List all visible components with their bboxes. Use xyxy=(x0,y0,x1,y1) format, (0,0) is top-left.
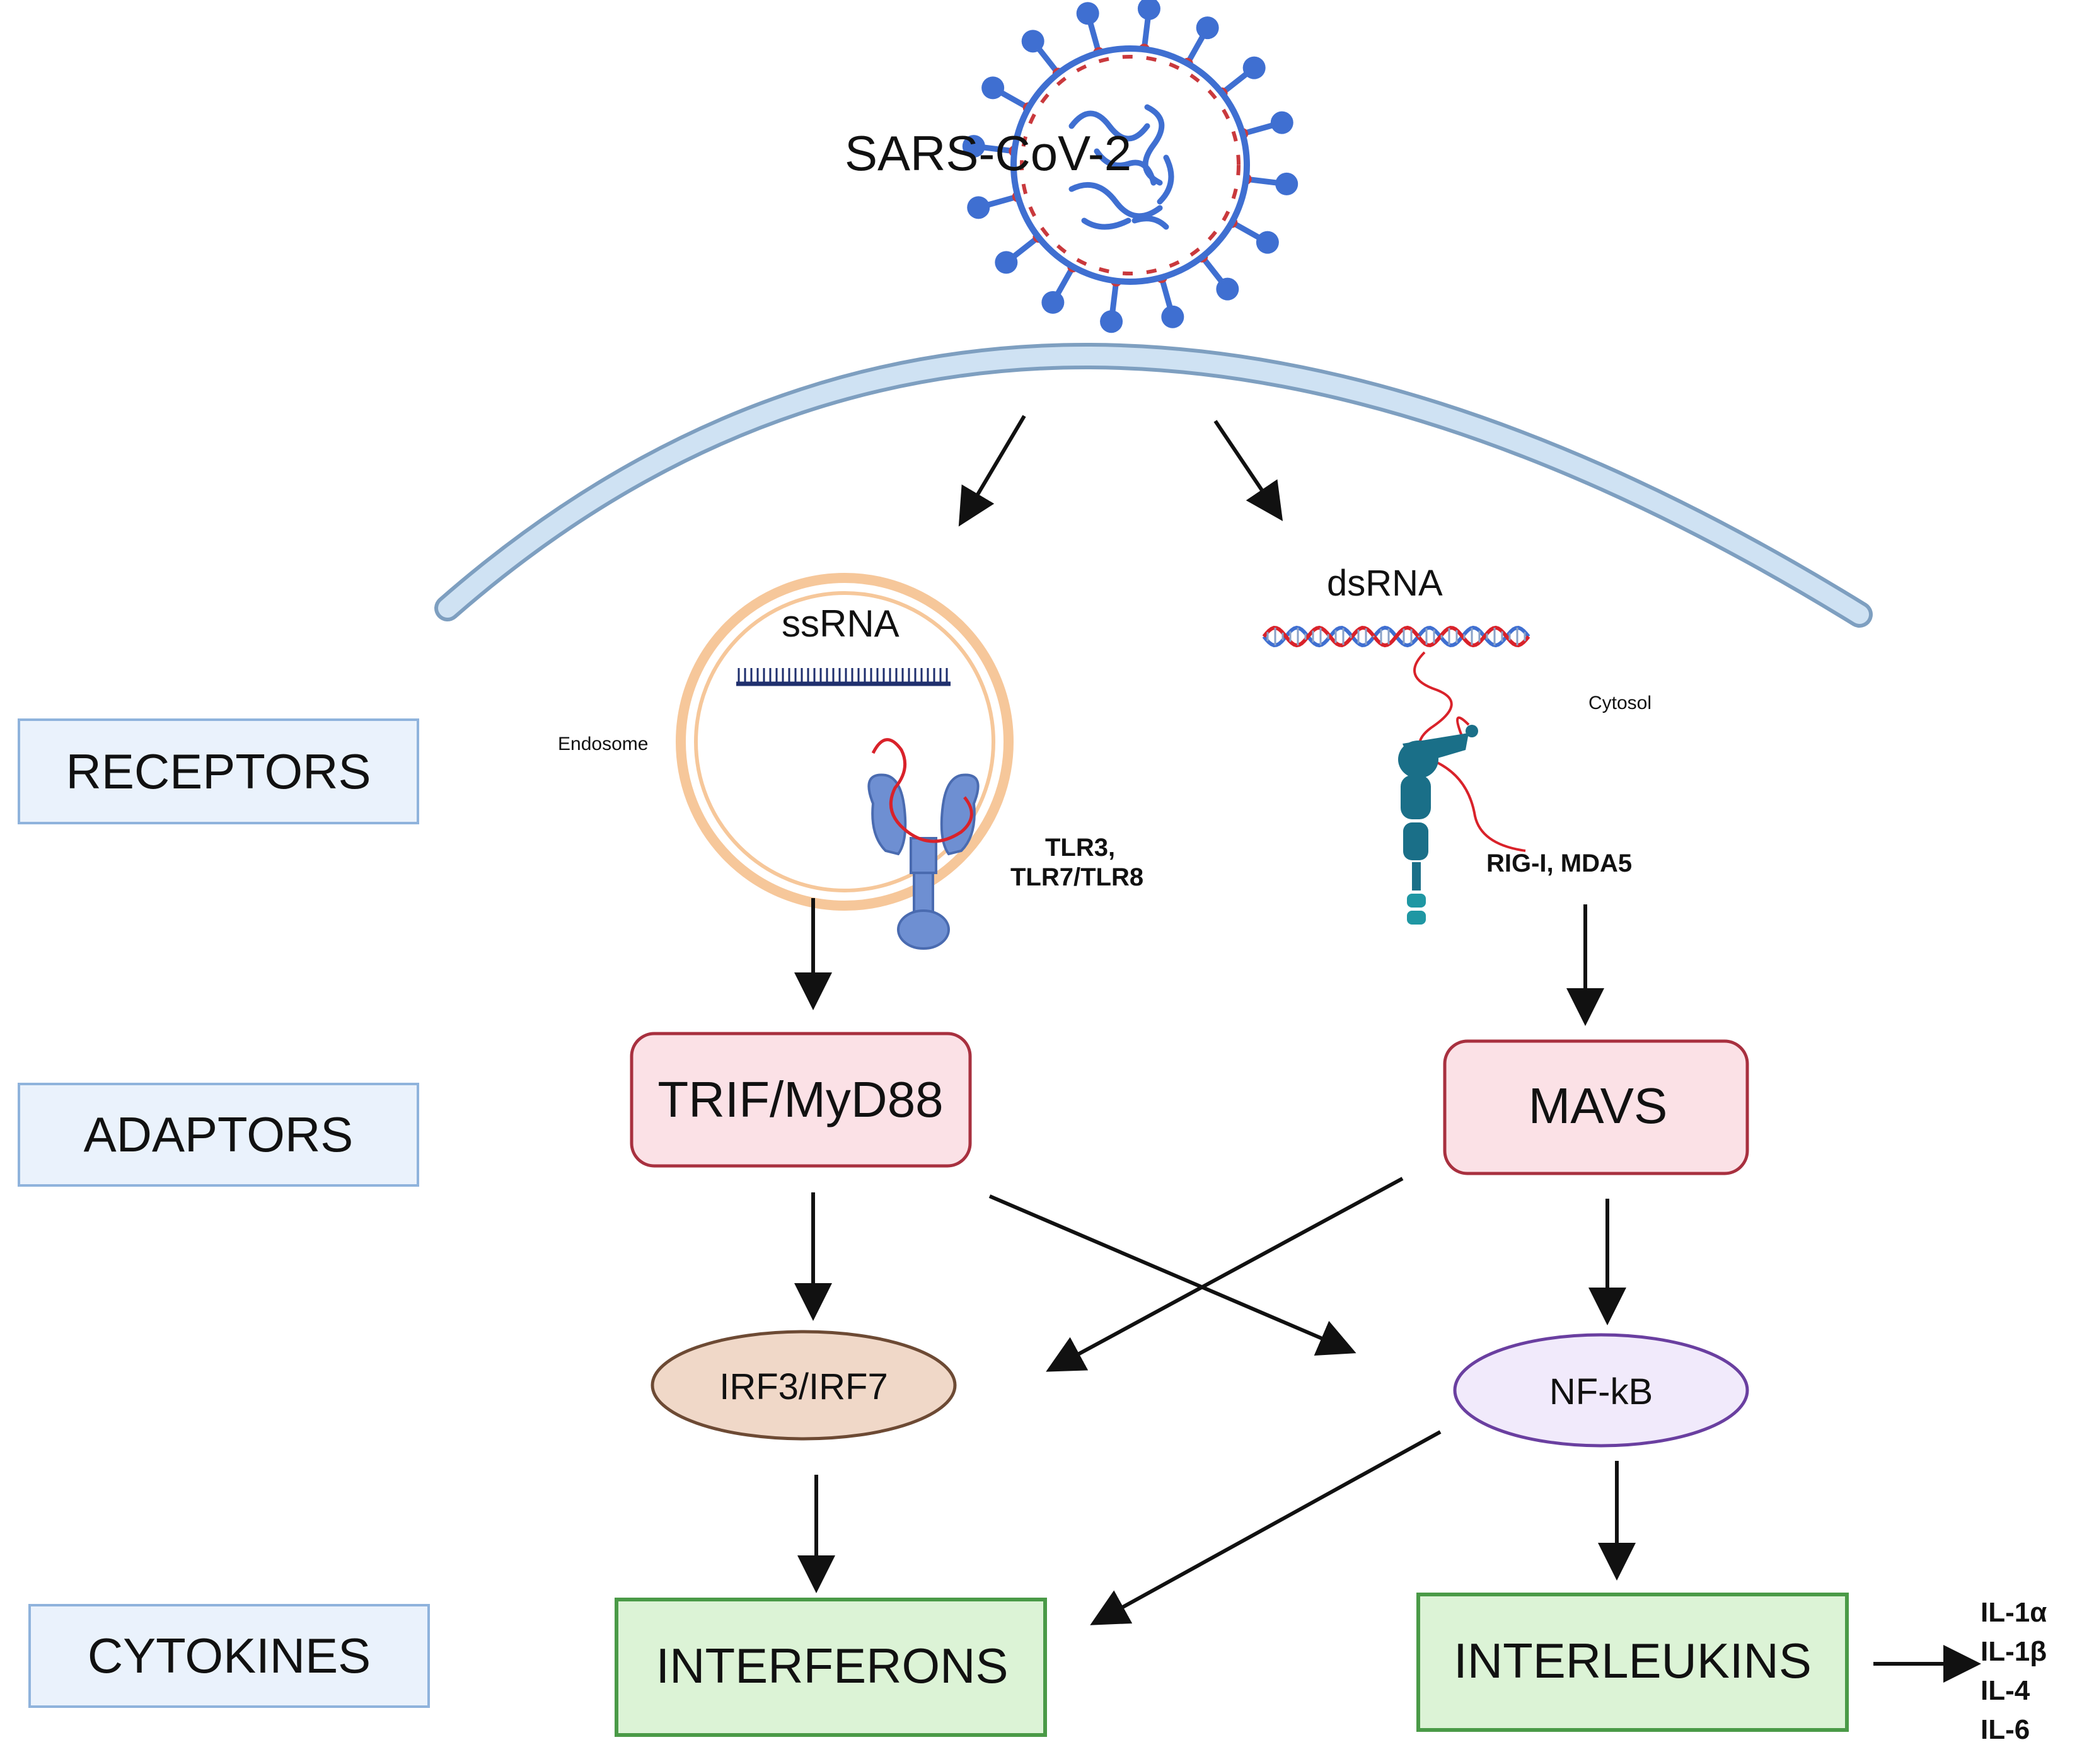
tlr-label-line2: TLR7/TLR8 xyxy=(1010,863,1143,891)
endosome-label: Endosome xyxy=(558,734,648,754)
arrow-mavs-to-irf xyxy=(1046,1177,1404,1372)
factor-irf-ellipse xyxy=(651,1330,957,1441)
row-label-cytokines: CYTOKINES xyxy=(28,1604,430,1708)
cytokine-interleukins-box xyxy=(1416,1593,1849,1732)
row-label-adaptors: ADAPTORS xyxy=(18,1083,419,1187)
factor-nfkb-ellipse xyxy=(1453,1333,1749,1448)
rig-i-receptor-icon xyxy=(1398,651,1526,925)
cytokine-interferons-label: INTERFERONS xyxy=(656,1638,1008,1693)
adaptor-trif-box xyxy=(630,1032,972,1168)
interleukin-item: IL-1α xyxy=(1981,1597,2047,1628)
interleukin-item: IL-6 xyxy=(1981,1714,2030,1745)
cytokine-interferons-box xyxy=(615,1598,1047,1737)
cytosol-label: Cytosol xyxy=(1588,693,1651,713)
arrow-trif-to-nfkb xyxy=(988,1194,1356,1356)
adaptor-mavs-box xyxy=(1443,1039,1749,1175)
endosome-icon xyxy=(676,573,1014,911)
arrow-entry-left xyxy=(958,415,1026,527)
interleukin-item: IL-1β xyxy=(1981,1636,2047,1667)
rig-mda5-label: RIG-I, MDA5 xyxy=(1486,850,1632,877)
factor-irf-label: IRF3/IRF7 xyxy=(719,1366,888,1407)
dsrna-helix-icon xyxy=(1262,625,1530,648)
row-label-receptors: RECEPTORS xyxy=(18,718,419,824)
ssrna-strand-icon xyxy=(736,668,951,686)
arrow-entry-right xyxy=(1213,420,1283,521)
factor-nfkb-label: NF-kB xyxy=(1549,1371,1653,1412)
cell-membrane xyxy=(434,343,1873,628)
tlr-label-line1: TLR3, xyxy=(1045,834,1115,862)
arrow-nfkb-to-interferons xyxy=(1090,1430,1442,1625)
adaptor-mavs-label: MAVS xyxy=(1529,1078,1668,1134)
interleukin-item: IL-4 xyxy=(1981,1675,2030,1706)
tlr-receptor-icon xyxy=(867,738,980,950)
ssrna-label: ssRNA xyxy=(782,602,899,645)
virus-label: SARS-CoV-2 xyxy=(845,125,1131,181)
adaptor-trif-label: TRIF/MyD88 xyxy=(657,1071,943,1127)
cytokine-interleukins-label: INTERLEUKINS xyxy=(1454,1633,1812,1688)
virus-particle-icon xyxy=(962,0,1299,333)
dsrna-label: dsRNA xyxy=(1327,563,1443,604)
